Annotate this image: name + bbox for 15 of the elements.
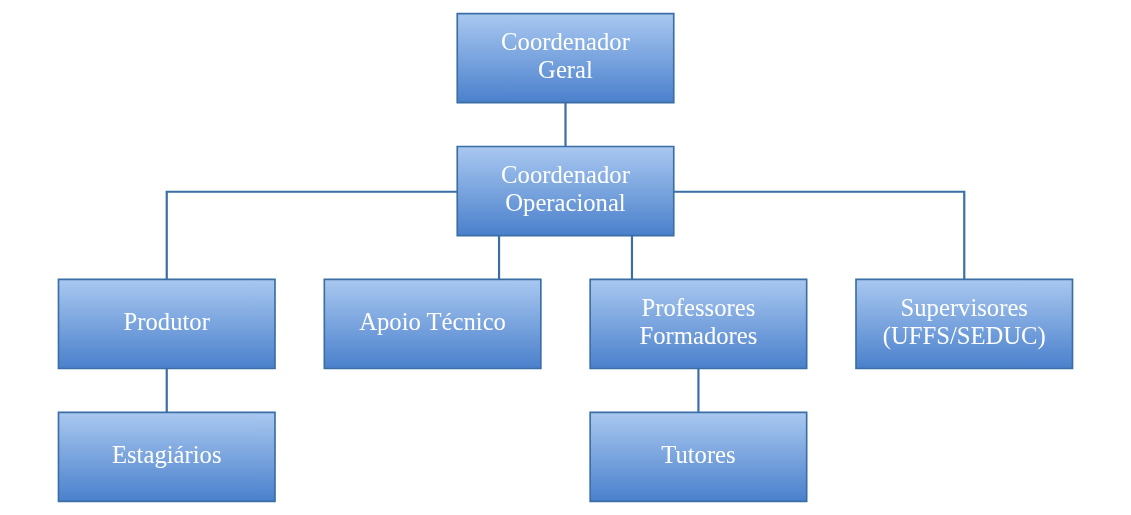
node-box: Coordenador Geral <box>456 12 675 104</box>
connector <box>165 190 458 280</box>
connector <box>673 190 966 280</box>
connector <box>564 102 567 147</box>
node-box: Coordenador Operacional <box>456 145 675 237</box>
node-box: Apoio Técnico <box>323 278 542 370</box>
connector <box>165 368 168 413</box>
node-box: Supervisores (UFFS/SEDUC) <box>855 278 1074 370</box>
connector <box>497 235 501 280</box>
connector <box>630 235 634 280</box>
node-box: Tutores <box>589 411 808 503</box>
connector <box>697 368 700 413</box>
node-box: Professores Formadores <box>589 278 808 370</box>
node-box: Produtor <box>57 278 276 370</box>
node-box: Estagiários <box>57 411 276 503</box>
